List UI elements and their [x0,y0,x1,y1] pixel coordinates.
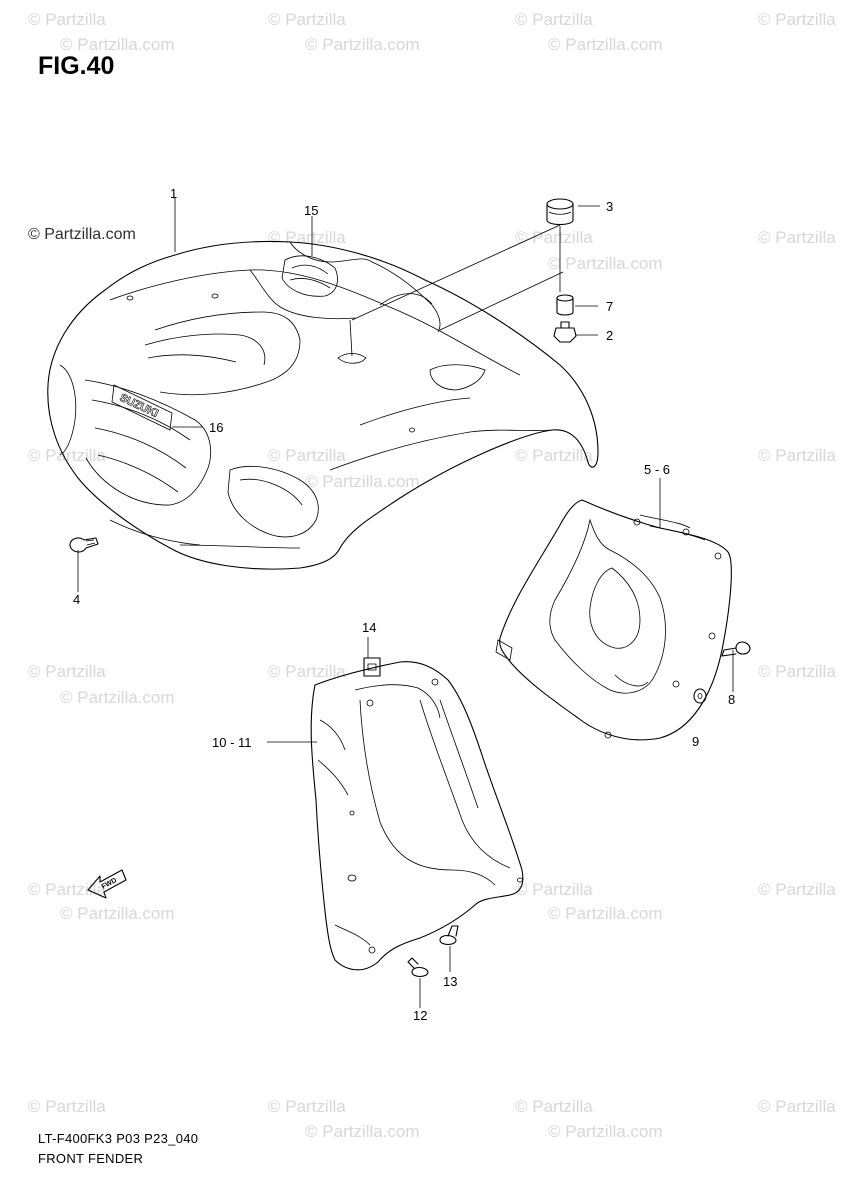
clip-nut-part-14[interactable] [363,657,381,677]
watermark: © Partzilla [515,10,593,29]
callout-13: 13 [443,974,458,989]
figure-title: FIG.40 [38,52,115,80]
watermark: © Partzilla [515,446,593,465]
watermark: © Partzilla [268,10,346,29]
callout-15: 15 [304,203,319,218]
side-guard-part-5-6[interactable] [495,499,732,741]
figure-caption: FRONT FENDER [38,1151,144,1166]
watermark: © Partzilla.com [60,688,175,707]
watermark: © Partzilla [758,446,836,465]
watermark: © Partzilla.com [548,254,663,273]
grommet-part-3[interactable] [546,198,574,226]
watermark: © Partzilla [268,662,346,681]
callout-3: 3 [606,199,614,214]
watermark: © Partzilla.com [305,35,420,54]
watermark: © Partzilla [758,10,836,29]
screw-part-8[interactable] [721,641,751,657]
watermark: © Partzilla [758,1097,836,1116]
bolt-part-2[interactable] [553,321,577,343]
watermark: © Partzilla.com [548,904,663,923]
callout-8: 8 [728,692,736,707]
watermark: © Partzilla [28,10,106,29]
callout-10-11: 10 - 11 [212,735,252,750]
callout-14: 14 [362,620,377,635]
watermark: © Partzilla.com [60,904,175,923]
washer-part-9[interactable] [693,688,707,704]
watermark: © Partzilla.com [305,472,420,491]
watermark: © Partzilla [28,1097,106,1116]
model-code: LT-F400FK3 P03 P23_040 [38,1131,199,1146]
watermark: © Partzilla [515,1097,593,1116]
watermark: © Partzilla [758,880,836,899]
watermark: © Partzilla.com [305,1122,420,1141]
watermark: © Partzilla [515,880,593,899]
callout-4: 4 [73,592,81,607]
watermark: © Partzilla [515,228,593,247]
suzuki-emblem-text: SUZUKI [118,392,160,420]
watermark: © Partzilla.com [548,1122,663,1141]
watermark: © Partzilla [758,228,836,247]
watermark: © Partzilla [758,662,836,681]
callout-5-6: 5 - 6 [644,462,671,477]
collar-part-7[interactable] [556,294,574,316]
watermark: © Partzilla [28,446,106,465]
forward-direction-arrow: FWD [87,869,127,899]
watermark: © Partzilla.com [60,35,175,54]
watermark: © Partzilla.com [548,35,663,54]
bolt-part-13[interactable] [439,925,459,946]
callout-1: 1 [170,186,178,201]
watermark: © Partzilla [268,446,346,465]
screw-part-4[interactable] [69,537,99,553]
callout-12: 12 [413,1008,428,1023]
callout-7: 7 [606,299,614,314]
callout-16: 16 [209,420,224,435]
watermark: © Partzilla [28,662,106,681]
bolt-part-12[interactable] [407,957,429,978]
callout-9: 9 [692,734,700,749]
watermark: © Partzilla [28,880,106,899]
watermark: © Partzilla [268,1097,346,1116]
watermark: © Partzilla.com [28,226,136,243]
inner-guard-part-10-11[interactable] [310,661,524,971]
front-fender-body[interactable]: SUZUKI [47,240,599,570]
callout-2: 2 [606,328,614,343]
